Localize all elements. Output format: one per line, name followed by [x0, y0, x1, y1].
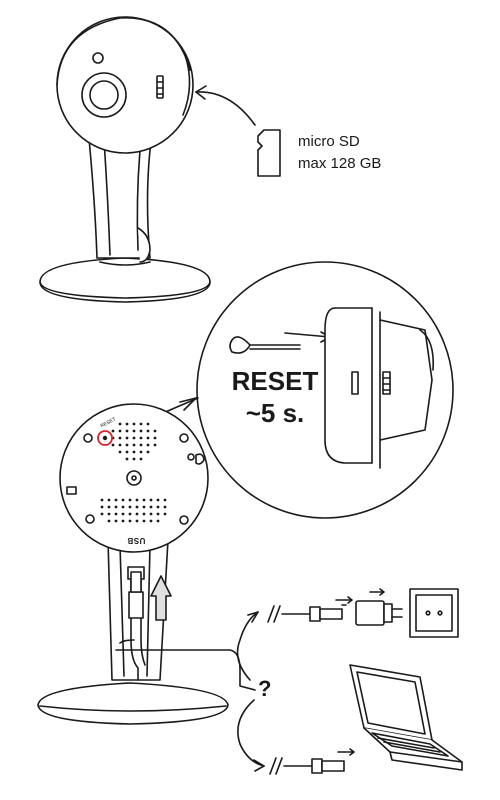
reset-zoom-callout — [196, 261, 454, 519]
laptop-icon — [349, 664, 463, 771]
screw-bottom-left — [85, 514, 95, 524]
reset-label: RESET — [231, 366, 319, 396]
camera-front-view — [39, 16, 211, 303]
branch-arrow-down — [237, 699, 265, 767]
reset-hole-highlight — [97, 430, 113, 446]
usb-port-label: USB — [127, 536, 146, 545]
wall-socket-icon — [409, 588, 459, 638]
screw-top-right — [179, 433, 189, 443]
usb-plug — [128, 591, 144, 619]
reset-pin-icon — [229, 336, 301, 354]
sd-slot — [156, 75, 164, 99]
speaker-grille-bottom — [100, 498, 167, 523]
power-choice-question: ? — [258, 676, 272, 701]
center-screw — [126, 470, 142, 486]
sd-label-line2: max 128 GB — [298, 155, 382, 172]
usb-a-plug — [319, 608, 343, 620]
power-adapter-icon — [355, 600, 385, 626]
reset-duration-label: ~5 s. — [245, 398, 305, 428]
branch-arrow-up — [236, 611, 259, 681]
lens — [81, 72, 127, 118]
usb-cable-adapter-route — [267, 588, 459, 638]
usb-cable-laptop-route — [269, 664, 463, 775]
micro-sd-card-icon — [257, 129, 281, 177]
sd-label-line1: micro SD — [298, 133, 360, 150]
sd-arrow — [195, 91, 256, 126]
sd-symbol — [66, 486, 77, 495]
screw-top-left — [83, 433, 93, 443]
camera-back-view — [37, 403, 256, 725]
speaker-grille-top — [111, 422, 157, 461]
insert-arrow — [150, 575, 172, 621]
screw-bottom-right — [179, 515, 189, 525]
light-sensor — [92, 52, 104, 64]
